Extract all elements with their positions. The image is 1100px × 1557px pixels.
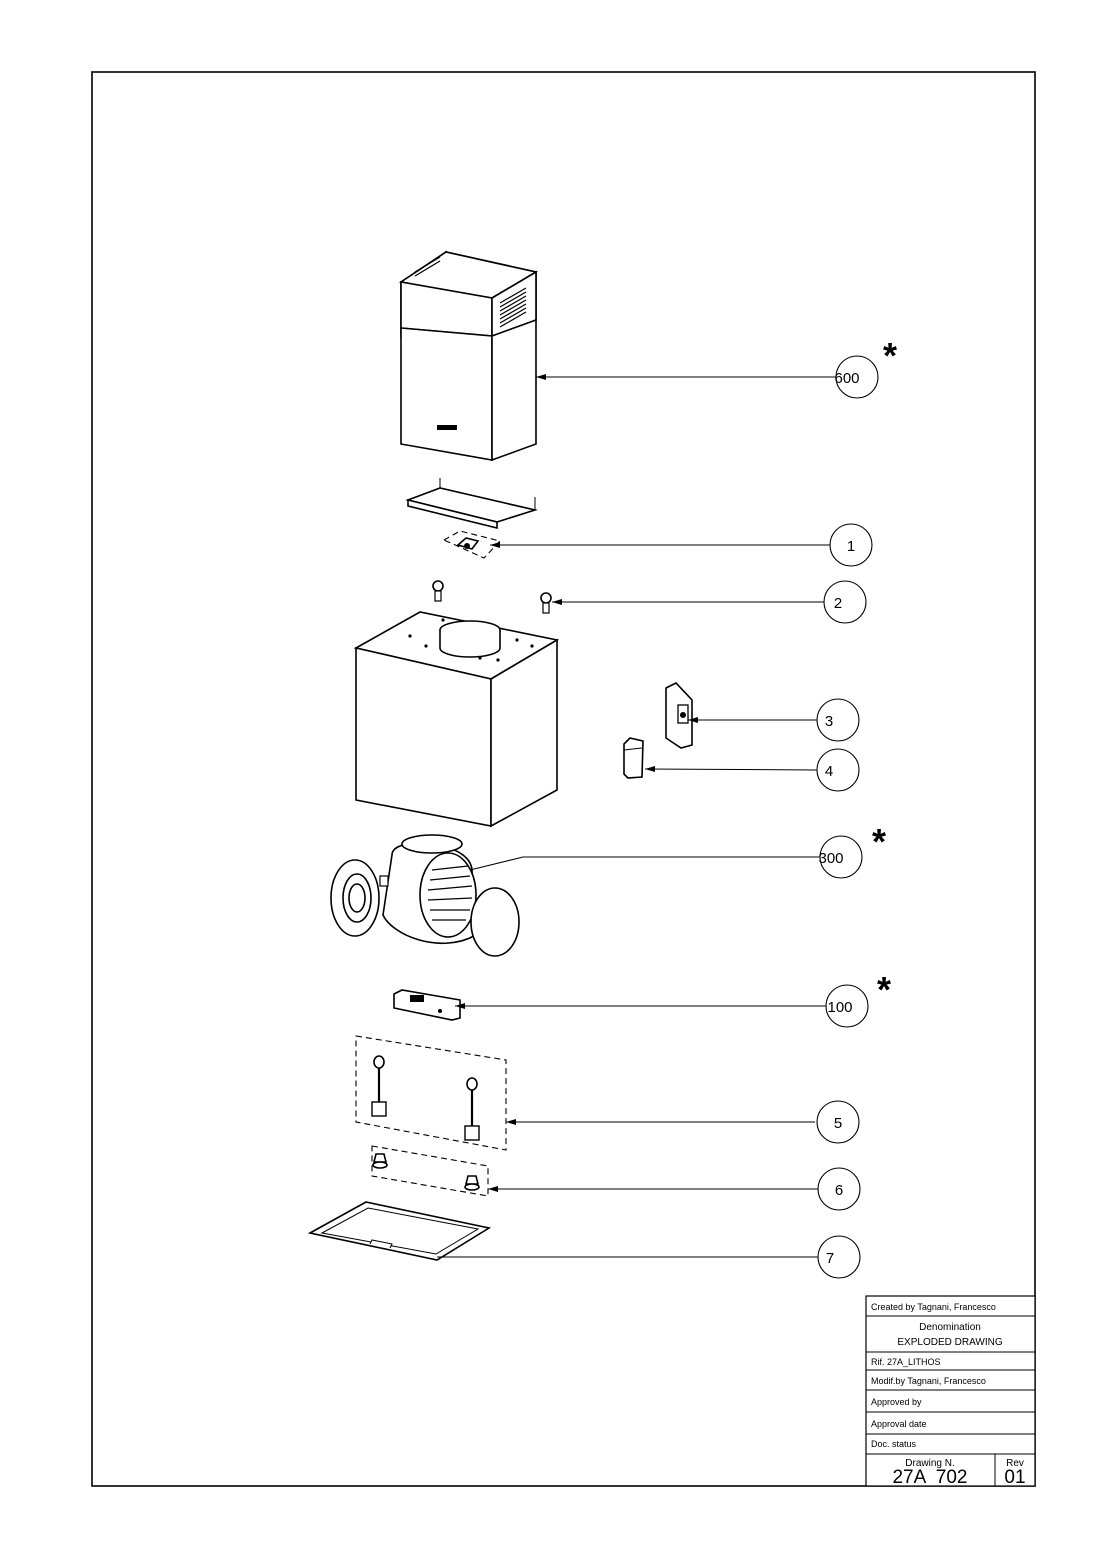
tb-modif-by: Modif.by Tagnani, Francesco [871,1376,986,1386]
callout-4-label: 4 [825,763,833,780]
callout-7: 7 [817,1235,861,1279]
callout-3-label: 3 [825,713,833,730]
part-3-control-bracket [665,682,693,749]
part-6-spots [371,1145,489,1197]
part-2-screws [432,580,552,614]
callout-7-label: 7 [826,1250,834,1267]
part-5-lamps [355,1035,507,1151]
callout-5: 5 [816,1100,860,1144]
part-300-motor [330,834,520,957]
tb-approved-by: Approved by [871,1397,922,1407]
tb-approval-date: Approval date [871,1419,927,1429]
part-7-filter [307,1201,492,1261]
tb-rev-label: Rev [1006,1458,1024,1469]
callout-600: 600 * [834,335,897,399]
callout-6-label: 6 [835,1182,843,1199]
callout-6: 6 [817,1167,861,1211]
tb-denomination: EXPLODED DRAWING [897,1337,1002,1348]
title-block: Created by Tagnani, Francesco Denominati… [865,1295,1036,1488]
chimney-bracket [405,478,539,530]
tb-rev: 01 [1004,1467,1025,1488]
tb-drawing-n-label: Drawing N. [905,1458,954,1469]
callout-1: 1 [829,523,873,567]
tb-denomination-label: Denomination [919,1322,981,1333]
part-4-switch [623,737,644,779]
part-100-board [393,989,461,1021]
part-1-clip [442,530,502,559]
leader-lines [437,374,836,1258]
sheet-border [91,71,1036,1487]
callout-2-label: 2 [834,595,842,612]
callout-300-label: 300 [818,850,843,867]
tb-rif: Rif. 27A_LITHOS [871,1357,941,1367]
callout-600-label: 600 [834,370,859,387]
callout-5-label: 5 [834,1115,842,1132]
tb-created-by: Created by Tagnani, Francesco [871,1302,996,1312]
hood-body [353,611,560,828]
callout-1-label: 1 [847,538,855,555]
tb-doc-status: Doc. status [871,1439,917,1449]
callout-300: 300 * [818,821,886,879]
part-600-chimney [398,250,539,462]
callout-600-asterisk: * [883,335,897,376]
callout-4: 4 [816,748,860,792]
callout-100: 100 * [825,969,891,1028]
callout-3: 3 [816,698,860,742]
callout-2: 2 [823,580,867,624]
tb-drawing-n: 27A 702 [892,1467,967,1488]
callout-100-asterisk: * [877,969,891,1010]
callout-100-label: 100 [827,999,852,1016]
callout-300-asterisk: * [872,821,886,862]
